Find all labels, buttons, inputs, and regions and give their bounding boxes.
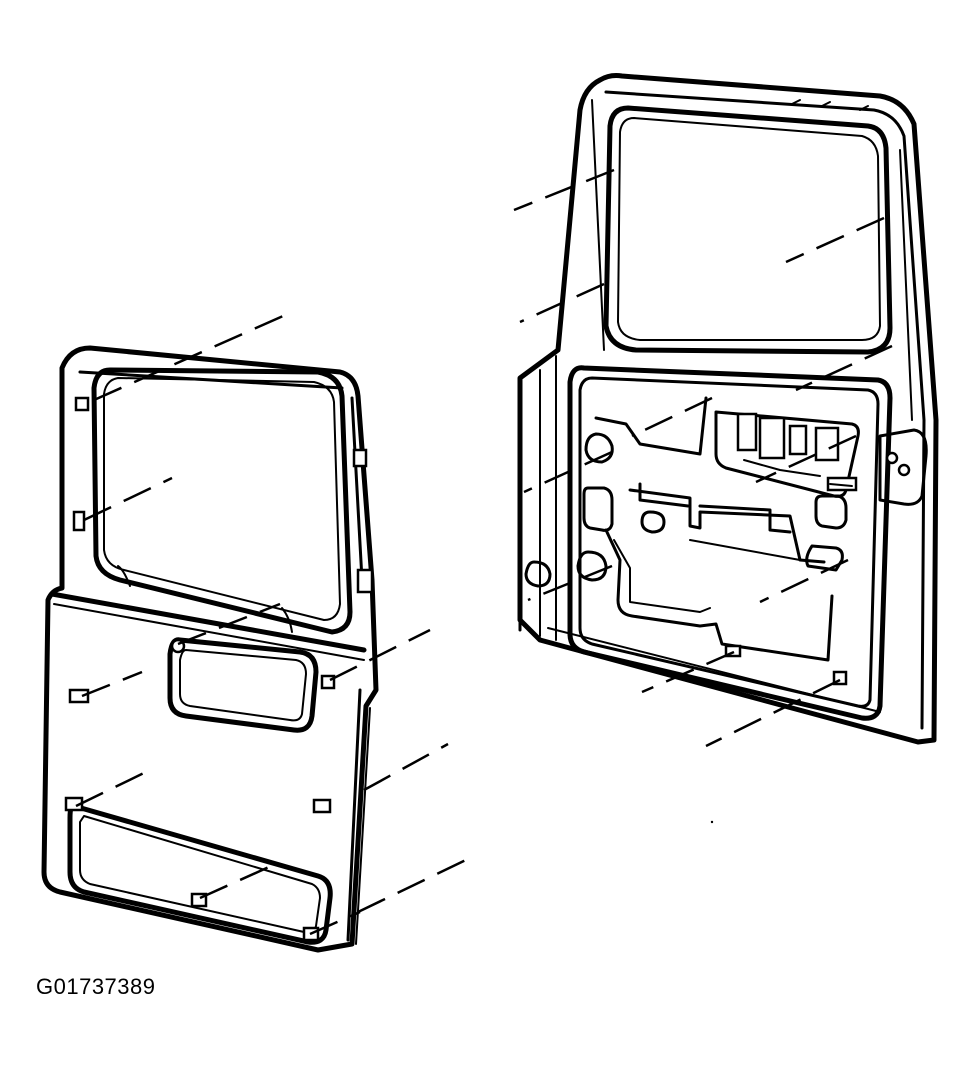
edge-clip-middle	[356, 568, 374, 594]
trim-clip-left	[68, 688, 90, 704]
striker-plate	[878, 428, 928, 506]
bottom-fastener	[724, 644, 742, 658]
latch-assembly	[714, 410, 860, 498]
upper-clip	[74, 396, 90, 412]
left-door	[41, 310, 471, 953]
lower-clip-right	[312, 798, 332, 814]
left-door-leaders	[75, 310, 471, 936]
edge-clip-upper	[352, 448, 368, 468]
figure-id-label: G01737389	[36, 974, 156, 999]
right-door-leaders	[513, 168, 893, 748]
right-door	[513, 73, 939, 748]
window-clip	[72, 510, 86, 532]
